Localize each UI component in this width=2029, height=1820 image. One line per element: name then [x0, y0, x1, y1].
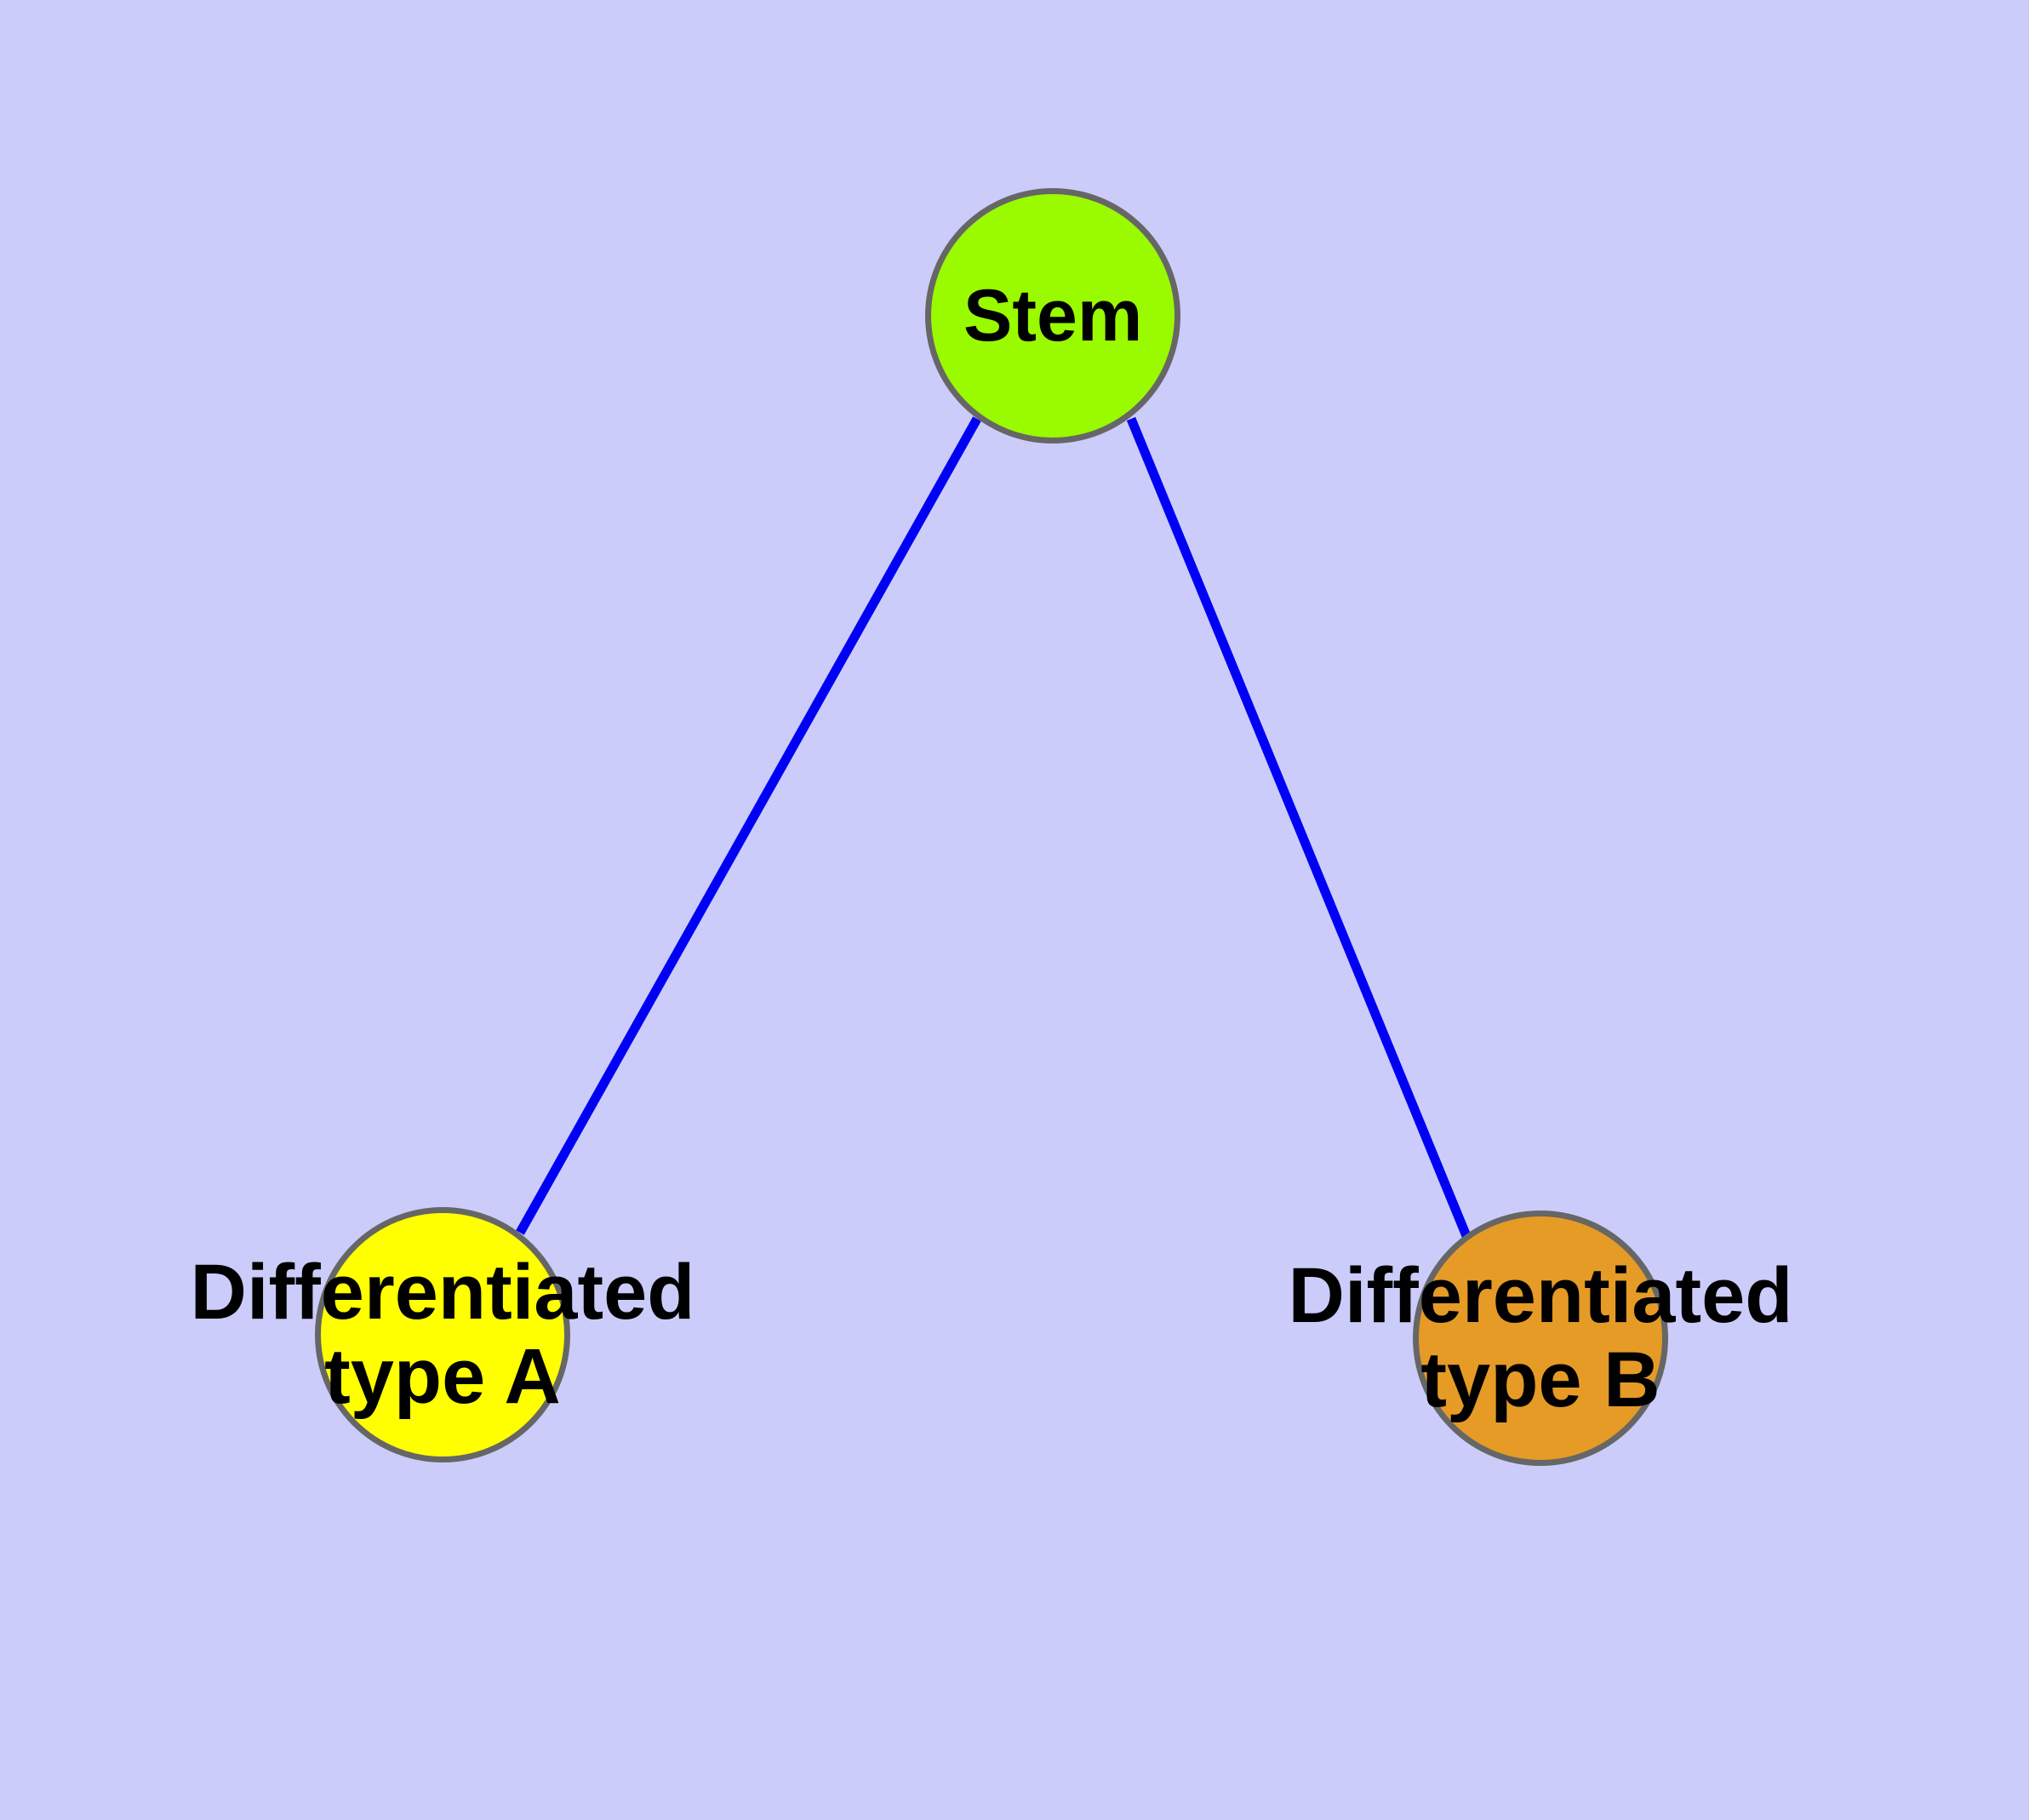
edge-stem-to-a	[516, 416, 981, 1235]
edges-group	[516, 416, 1472, 1239]
nodes-group	[315, 188, 1668, 1466]
node-circle-stem[interactable]	[925, 188, 1180, 444]
node-circle-diff_b[interactable]	[1413, 1210, 1668, 1466]
edge-stem-to-b	[1126, 416, 1472, 1239]
node-circle-diff_a[interactable]	[315, 1207, 570, 1462]
